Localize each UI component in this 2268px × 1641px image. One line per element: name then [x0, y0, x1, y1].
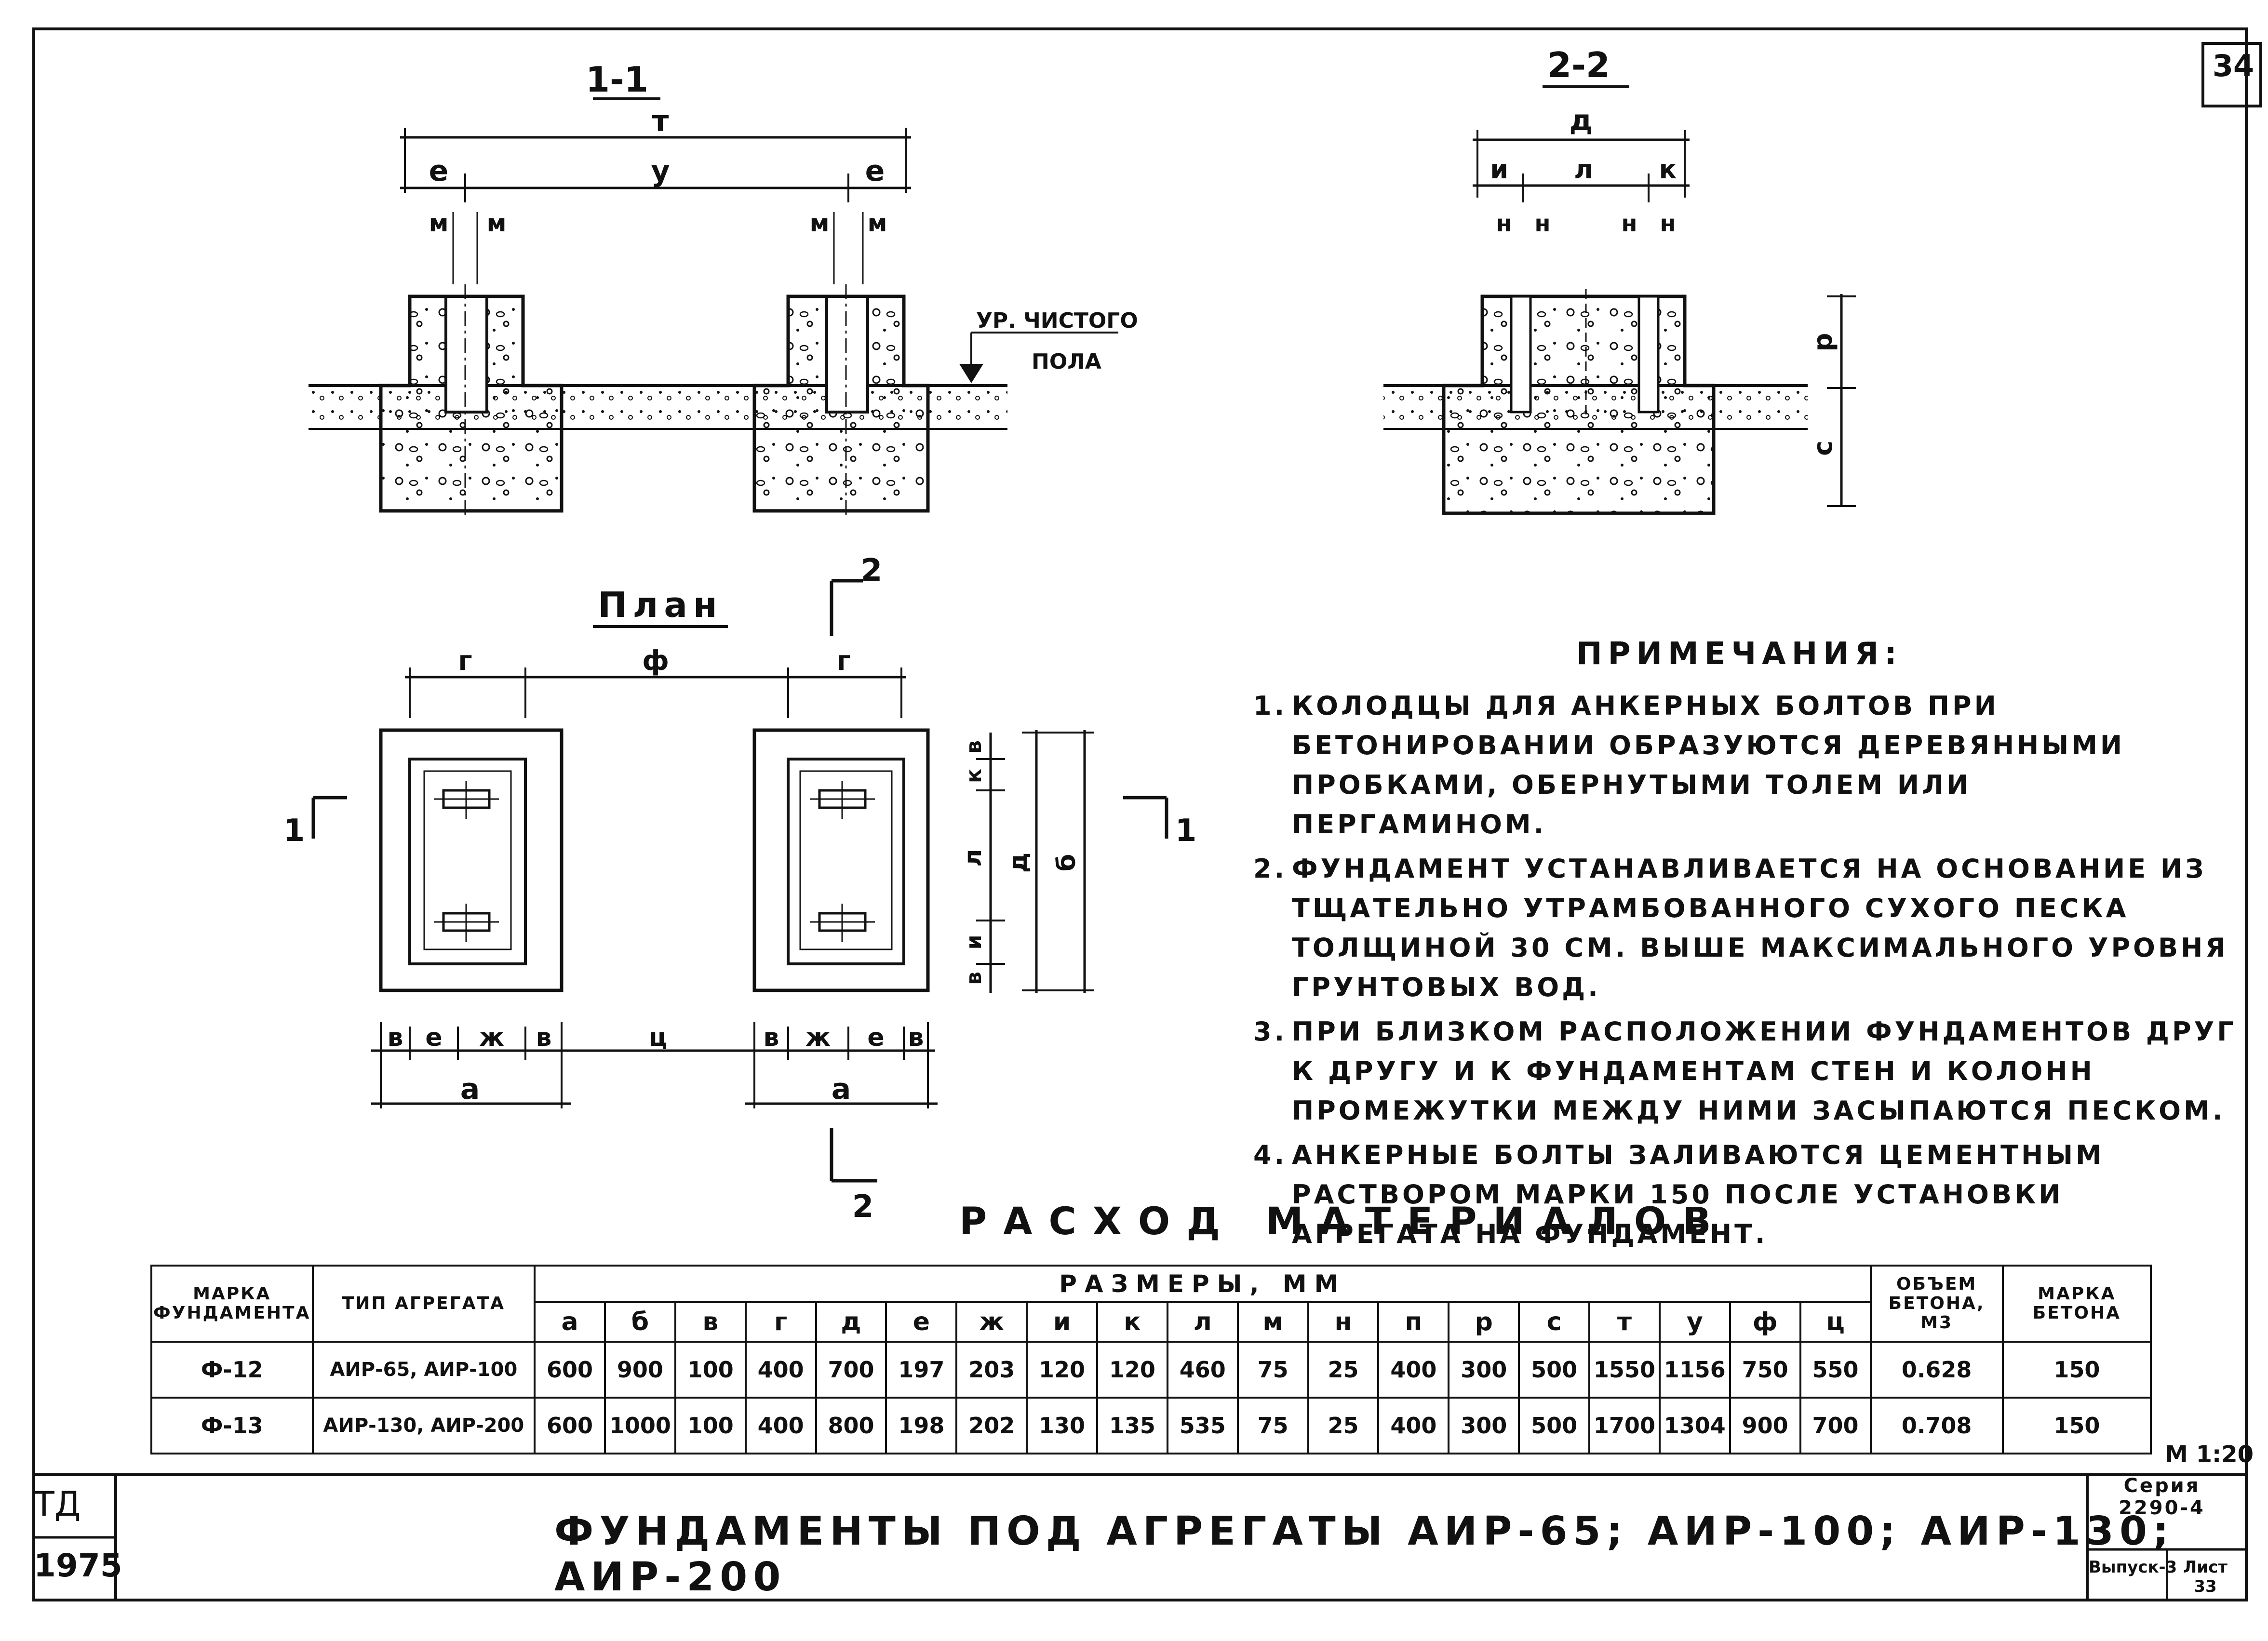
svg-text:в: в	[536, 1023, 552, 1052]
svg-text:ж: ж	[479, 1023, 504, 1052]
dim-t: т	[652, 105, 669, 138]
dim-e-left: е	[429, 154, 449, 188]
plan-label: План	[598, 585, 723, 625]
svg-text:б: б	[1052, 854, 1081, 871]
dim-r: р	[1808, 333, 1838, 352]
svg-text:м: м	[810, 209, 830, 237]
plan-view: План г ф г 1 1	[283, 553, 1197, 1225]
dim-e-right: е	[865, 154, 885, 188]
svg-text:в: в	[764, 1023, 779, 1052]
cut-2-top: 2	[861, 553, 883, 588]
dim-g-left: г	[458, 645, 472, 677]
svg-text:н: н	[1534, 210, 1550, 237]
svg-text:в: в	[962, 740, 986, 754]
scale-label: М 1:20	[2165, 1441, 2254, 1468]
header-dims: Размеры, мм	[534, 1265, 1872, 1303]
svg-text:к: к	[962, 769, 986, 783]
dim-u: у	[651, 154, 670, 188]
dim-s: с	[1808, 440, 1838, 456]
year-stamp: 1975	[34, 1547, 122, 1584]
drawing-title: Фундаменты под агрегаты АИР-65; АИР-100;…	[554, 1508, 2174, 1600]
svg-text:и: и	[962, 935, 986, 950]
cut-1-right: 1	[1175, 813, 1197, 849]
svg-text:в: в	[962, 972, 986, 985]
header-mark: Марка фундамента	[150, 1265, 314, 1343]
cut-2-bottom: 2	[852, 1189, 874, 1225]
svg-text:е: е	[425, 1023, 442, 1052]
dim-k: к	[1659, 154, 1677, 185]
svg-text:м: м	[487, 209, 507, 237]
svg-text:н: н	[1496, 210, 1512, 237]
dim-g-right: г	[836, 645, 850, 677]
svg-text:м: м	[868, 209, 887, 237]
header-grade: Марка бетона	[2001, 1265, 2152, 1343]
floor-level-label: УР. ЧИСТОГО	[976, 308, 1138, 333]
svg-text:в: в	[388, 1023, 403, 1052]
dim-l: л	[1574, 154, 1593, 185]
note-item: 4.Анкерные болты заливаются цементным ра…	[1253, 1140, 2105, 1249]
header-volume: Объем бетона, м3	[1869, 1265, 2004, 1343]
page-number-box	[2201, 42, 2262, 107]
svg-text:м: м	[429, 209, 449, 237]
note-item: 3.При близком расположении фундаментов д…	[1253, 1016, 2237, 1126]
svg-text:н: н	[1621, 210, 1637, 237]
svg-text:д: д	[1004, 853, 1033, 873]
dim-f: ф	[642, 645, 669, 677]
svg-text:в: в	[908, 1023, 924, 1052]
section-1-1-label: 1-1	[586, 59, 648, 100]
svg-text:ж: ж	[805, 1023, 831, 1052]
svg-text:а: а	[460, 1072, 480, 1106]
drawing-frame	[32, 27, 2248, 1601]
section-2-2: 2-2 д и л к н н н н р с	[1383, 45, 1856, 515]
dim-i: и	[1490, 154, 1508, 185]
note-item: 2.Фундамент устанавливается на основание…	[1253, 854, 2228, 1002]
section-1-1: 1-1 т е у е м м м м	[309, 59, 1138, 516]
svg-text:ПОЛА: ПОЛА	[1032, 349, 1101, 374]
table-title: Расход материалов	[959, 1200, 1728, 1243]
svg-text:л: л	[959, 849, 987, 867]
sheet-label: Лист 33	[2183, 1558, 2228, 1596]
notes-title: Примечания:	[1576, 636, 1903, 672]
svg-text:н: н	[1660, 210, 1676, 237]
note-item: 1.Колодцы для анкерных болтов при бетони…	[1253, 691, 2125, 840]
section-2-2-label: 2-2	[1547, 45, 1610, 85]
series-block: Серия 2290-4	[2119, 1475, 2205, 1519]
header-type: Тип агрегата	[311, 1265, 536, 1343]
materials-table: Марка фундамента Тип агрегата Размеры, м…	[150, 1265, 2152, 1454]
issue-label: Выпуск-3	[2089, 1558, 2177, 1577]
svg-text:е: е	[867, 1023, 884, 1052]
page-number: 34	[2212, 48, 2255, 83]
dim-ts: ц	[649, 1023, 668, 1052]
org-stamp: ТД	[34, 1484, 81, 1524]
dim-d: д	[1570, 104, 1593, 137]
svg-text:а: а	[832, 1072, 851, 1106]
cut-1-left: 1	[283, 813, 305, 849]
notes-block: Примечания: 1.Колодцы для анкерных болто…	[1253, 636, 2237, 1259]
